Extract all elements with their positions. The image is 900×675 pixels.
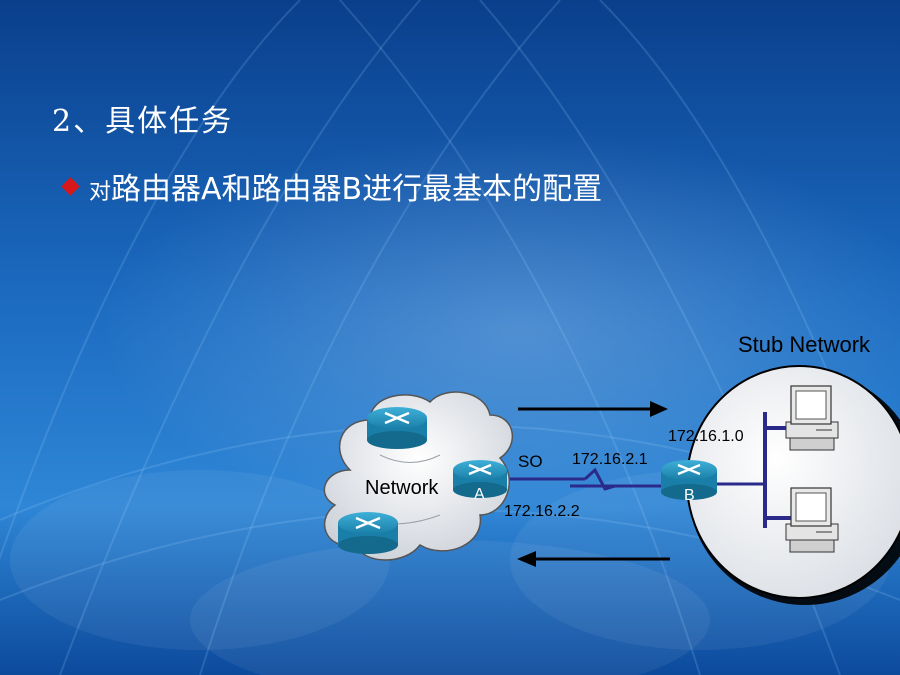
traffic-arrow-left bbox=[517, 551, 670, 567]
ip-router-a-serial: 172.16.2.2 bbox=[504, 503, 580, 520]
serial-interface-label: SO bbox=[518, 452, 543, 471]
diamond-bullet-icon bbox=[61, 177, 80, 196]
bullet-item: 对路由器A和路由器B进行最基本的配置 bbox=[61, 164, 603, 208]
traffic-arrow-right bbox=[518, 401, 668, 417]
stub-network-address: 172.16.1.0 bbox=[668, 428, 744, 445]
cloud-network-label: Network bbox=[365, 477, 439, 499]
section-heading: 2、具体任务 bbox=[52, 104, 234, 139]
router-b-label: B bbox=[684, 487, 695, 504]
pc-icon bbox=[785, 385, 839, 451]
router-a-label: A bbox=[474, 486, 485, 503]
router-b-icon bbox=[661, 460, 717, 500]
router-icon bbox=[367, 407, 427, 449]
pc-icon bbox=[785, 487, 839, 553]
bullet-text: 路由器A和路由器B进行最基本的配置 bbox=[111, 172, 603, 207]
stub-network-title: Stub Network bbox=[738, 332, 871, 357]
ip-router-b-serial: 172.16.2.1 bbox=[572, 451, 648, 468]
router-a-icon bbox=[453, 460, 507, 498]
bullet-lead-char: 对 bbox=[89, 180, 112, 205]
serial-link bbox=[496, 467, 765, 491]
router-icon bbox=[338, 512, 398, 554]
